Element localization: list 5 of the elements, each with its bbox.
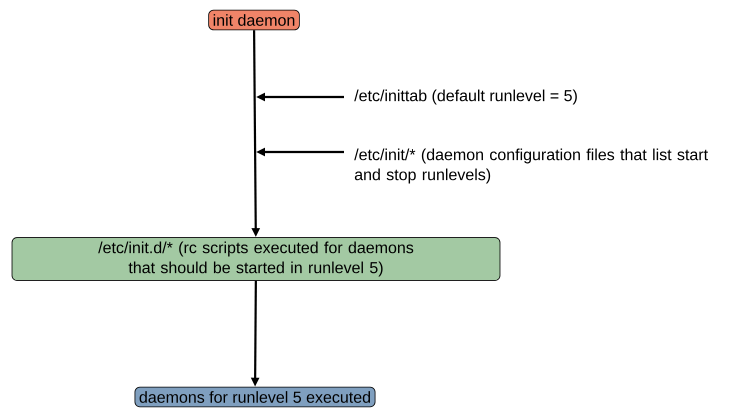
process-box: /etc/init.d/* (rc scripts executed for daemons that should be started in runlevel 5)	[12, 237, 500, 281]
process-box: daemons for runlevel 5 executed	[134, 386, 376, 408]
note-text: /etc/inittab (default runlevel = 5)	[354, 90, 577, 104]
note-text: /etc/init/* (daemon configuration files that list start and stop runlevels)	[354, 148, 708, 184]
process-box: init daemon	[208, 10, 300, 30]
